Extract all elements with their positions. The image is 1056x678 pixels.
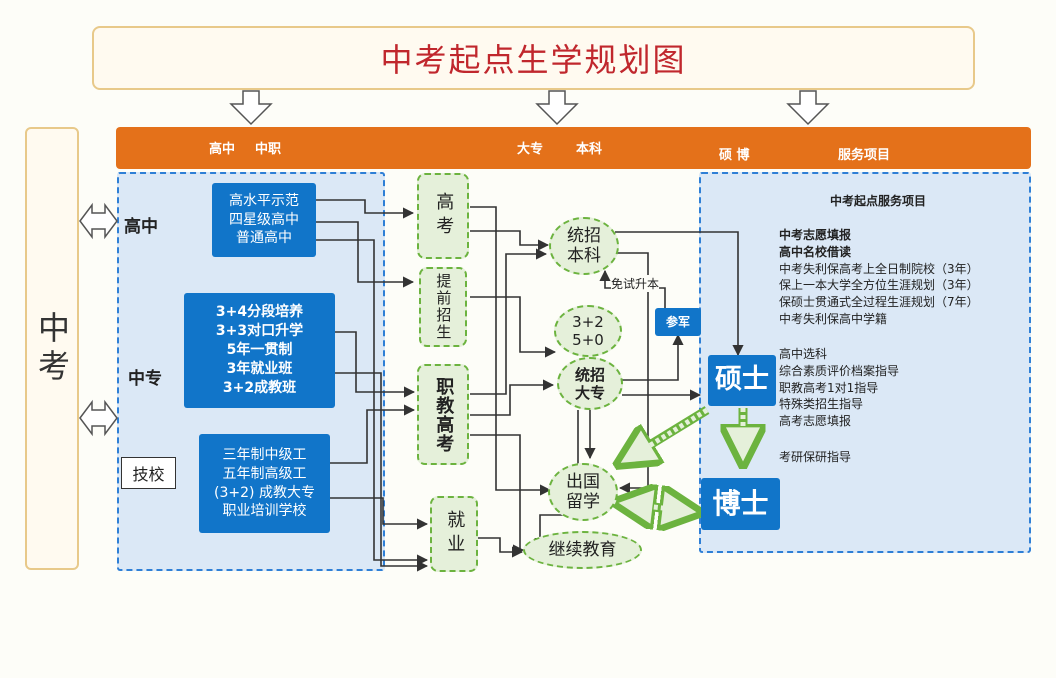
bar-label-junior-college: 大专 (517, 142, 544, 157)
connector (470, 379, 555, 416)
service-item: 职教高考1对1指导 (779, 380, 879, 395)
service-item: 高中选科 (779, 347, 828, 361)
outcome-jixu: 继续教育 (523, 531, 642, 569)
connector (335, 331, 416, 398)
connector (470, 230, 550, 251)
service-item: 保硕士贯通式全过程生涯规划（7年） (779, 295, 979, 310)
service-item: 特殊类招生指导 (779, 397, 864, 412)
degree-master-box: 硕士 (708, 355, 776, 406)
high-school-type: 高水平示范 (229, 192, 299, 209)
services-list-3: 考研保研指导 (779, 449, 851, 466)
degree-doctor-label: 博士 (712, 487, 769, 521)
side-label-box: 中考 (25, 127, 79, 570)
outcome-three-plus-two: 3+2 5+0 (554, 305, 622, 357)
outcome-tongzhao-benke: 统招 本科 (549, 217, 619, 275)
services-list-1: 中考志愿填报 高中名校借读 中考失利保高考上全日制院校（3年） 保上一本大学全方… (779, 227, 979, 328)
row-label-tech: 技校 (132, 465, 165, 484)
mianshi-label: 免试升本 (611, 275, 660, 292)
service-item: 中考失利保高中学籍 (779, 311, 888, 326)
path-gaokao: 高考 (417, 173, 469, 259)
tech-school-type: 三年制中级工 (222, 446, 307, 463)
service-item: 中考志愿填报 (779, 228, 852, 242)
green-arrow-fill (626, 407, 709, 462)
connector (316, 221, 415, 288)
tech-school-type: 职业培训学校 (222, 503, 307, 520)
connector (330, 404, 416, 464)
degree-doctor-box: 博士 (701, 478, 780, 530)
path-zhijiao: 职教高考 (417, 364, 469, 465)
connector (316, 239, 429, 566)
service-item: 保上一本大学全方位生涯规划（3年） (779, 278, 979, 293)
service-item: 高考志愿填报 (779, 414, 852, 429)
outcome-chuguo-line: 留学 (566, 492, 600, 512)
outcome-tongzhao-dazhuan-line: 大专 (574, 383, 605, 402)
canjun-box: 参军 (655, 308, 701, 336)
outcome-tongzhao-dazhuan-line: 统招 (574, 365, 605, 384)
connector (534, 410, 579, 550)
high-school-types-box: 高水平示范 四星级高中 普通高中 (212, 183, 316, 257)
path-jiuye: 就业 (430, 496, 478, 572)
vocational-types-box: 3+4分段培养 3+3对口升学 5年一贯制 3年就业班 3+2成教班 (184, 293, 335, 408)
vocational-type: 3+3对口升学 (215, 323, 304, 340)
tech-school-type: 五年制高级工 (222, 465, 307, 482)
path-tiqian: 提前招生 (419, 267, 467, 347)
connector (316, 199, 415, 219)
row-label-high: 高中 (124, 217, 158, 237)
canjun-label: 参军 (665, 314, 690, 329)
double-arrow-icon (79, 202, 118, 240)
outcome-tongzhao-benke-line: 本科 (567, 246, 601, 266)
path-zhijiao-label: 职教高考 (433, 376, 455, 453)
path-jiuye-label: 就业 (444, 510, 466, 558)
bar-label-undergraduate: 本科 (576, 142, 603, 157)
tech-school-types-box: 三年制中级工 五年制高级工 (3+2) 成教大专 职业培训学校 (199, 434, 330, 533)
outcome-three-plus-two-line: 3+2 (572, 313, 604, 331)
side-label: 中考 (33, 310, 71, 387)
vocational-type: 5年一贯制 (226, 342, 293, 359)
degree-master-label: 硕士 (715, 364, 769, 396)
path-tiqian-label: 提前招生 (434, 273, 453, 341)
high-school-type: 普通高中 (236, 230, 292, 247)
connector (478, 537, 524, 558)
connector (330, 497, 429, 530)
outcome-three-plus-two-line: 5+0 (572, 331, 604, 349)
bar-label-vocational: 中职 (255, 142, 282, 157)
service-item: 中考失利保高考上全日制院校（3年） (779, 261, 979, 276)
services-heading: 中考起点服务项目 (830, 194, 927, 208)
service-item: 高中名校借读 (779, 244, 852, 259)
vocational-type: 3年就业班 (226, 360, 293, 377)
service-item: 综合素质评价档案指导 (779, 363, 900, 378)
vocational-type: 3+4分段培养 (215, 304, 304, 321)
high-school-type: 四星级高中 (229, 211, 299, 228)
services-list-2: 高中选科 综合素质评价档案指导 职教高考1对1指导 特殊类招生指导 高考志愿填报 (779, 346, 899, 430)
tech-school-type: (3+2) 成教大专 (214, 484, 315, 501)
double-arrow-icon (79, 399, 118, 437)
bar-label-master-doctor: 硕 博 (719, 148, 750, 163)
connector (470, 248, 548, 395)
outcome-jixu-label: 继续教育 (548, 539, 617, 560)
service-item: 考研保研指导 (779, 450, 852, 464)
outcome-tongzhao-benke-line: 统招 (567, 225, 601, 246)
down-arrow-icon (229, 90, 273, 126)
down-arrow-icon (535, 90, 579, 126)
row-label-mid: 中专 (128, 369, 162, 389)
outcome-chuguo-line: 出国 (566, 471, 600, 492)
outcome-chuguo: 出国 留学 (548, 463, 618, 521)
connector (335, 372, 429, 572)
path-gaokao-label: 高考 (433, 192, 455, 240)
down-arrow-icon (786, 90, 830, 126)
outcome-tongzhao-dazhuan: 统招 大专 (557, 357, 623, 410)
connector (470, 296, 557, 358)
page-title-text: 中考起点生学规划图 (380, 41, 687, 79)
stage-bar (116, 127, 1031, 169)
bar-label-high-school: 高中 (209, 142, 236, 157)
page-title: 中考起点生学规划图 (92, 26, 975, 90)
bar-label-services: 服务项目 (838, 148, 891, 163)
connector (620, 333, 684, 381)
connector (615, 231, 744, 357)
vocational-type: 3+2成教班 (222, 379, 297, 396)
connector (470, 206, 552, 496)
green-arrow-fill (625, 501, 691, 514)
row-label-tech-box: 技校 (121, 457, 176, 489)
